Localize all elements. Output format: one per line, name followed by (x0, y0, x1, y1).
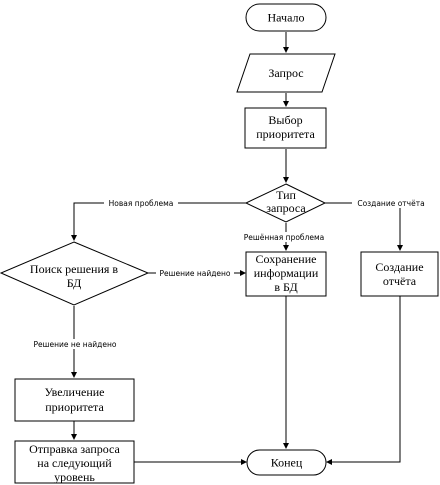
node-type-decision: Тип запроса (244, 183, 327, 223)
edge-label-create-report: Создание отчёта (357, 199, 424, 208)
edge-type-search (73, 202, 246, 238)
node-send-line-1: Отправка запроса (29, 442, 120, 456)
edge-type-report (325, 202, 401, 248)
process-shape (14, 440, 135, 484)
node-send: Отправка запроса на следующий уровень (14, 440, 135, 484)
edge-label-bg (30, 339, 120, 349)
edge-labels: Новая проблема Создание отчёта Решённая … (30, 198, 430, 349)
node-report-line-1: Создание (375, 260, 423, 274)
node-report-line-2: отчёта (383, 274, 417, 288)
node-request-label: Запрос (268, 66, 303, 80)
node-end-label: Конец (271, 456, 303, 470)
edge-label-bg (156, 268, 234, 278)
node-report: Создание отчёта (360, 251, 439, 297)
arrowhead (71, 434, 77, 440)
node-end: Конец (246, 449, 327, 476)
edge-label-solution-found: Решение найдено (159, 269, 230, 278)
node-start: Начало (245, 3, 327, 32)
node-save-line-3: в БД (274, 280, 297, 294)
process-shape (360, 251, 439, 297)
node-type-line-1: Тип (276, 188, 296, 202)
edge-label-solved-problem: Решённая проблема (244, 233, 324, 242)
edge-label-new-problem: Новая проблема (109, 199, 174, 208)
arrowhead (283, 443, 289, 449)
arrowhead (71, 372, 77, 378)
edge-label-bg (239, 232, 329, 242)
arrowhead (283, 47, 289, 53)
node-search-line-1: Поиск решения в (30, 262, 119, 276)
arrowhead (241, 459, 247, 465)
edge-label-bg (104, 198, 178, 208)
process-shape (245, 251, 327, 297)
node-priority-line-2: приоритета (256, 127, 315, 141)
arrowhead (283, 245, 289, 251)
decision-shape (0, 241, 150, 306)
parallelogram-shape (236, 53, 336, 93)
node-increase-line-1: Увеличение (44, 385, 104, 399)
node-increase-line-2: приоритета (45, 400, 104, 414)
node-save: Сохранение информации в БД (245, 251, 327, 297)
decision-shape (244, 183, 327, 223)
node-save-line-1: Сохранение (256, 252, 317, 266)
edge-label-solution-not-found: Решение не найдено (34, 340, 117, 349)
node-search-decision: Поиск решения в БД (0, 241, 150, 306)
node-send-line-3: уровень (54, 470, 95, 484)
node-priority-line-1: Выбор (268, 113, 302, 127)
node-request: Запрос (236, 53, 336, 93)
arrowhead (71, 235, 77, 241)
node-start-label: Начало (268, 11, 305, 25)
node-send-line-2: на следующий (37, 456, 112, 470)
node-increase: Увеличение приоритета (14, 378, 135, 422)
node-priority: Выбор приоритета (244, 107, 327, 149)
node-save-line-2: информации (254, 266, 319, 280)
process-shape (244, 107, 327, 149)
arrowhead (283, 101, 289, 107)
process-shape (14, 378, 135, 422)
edge-report-end (329, 296, 401, 463)
edge-label-bg (352, 198, 430, 208)
arrowhead (240, 270, 246, 276)
terminator-shape (246, 449, 327, 476)
terminator-shape (245, 3, 327, 32)
arrowhead (283, 177, 289, 183)
node-search-line-2: БД (67, 276, 82, 290)
arrowhead (397, 245, 403, 251)
node-type-line-2: запроса (266, 201, 306, 215)
arrowhead (326, 459, 332, 465)
